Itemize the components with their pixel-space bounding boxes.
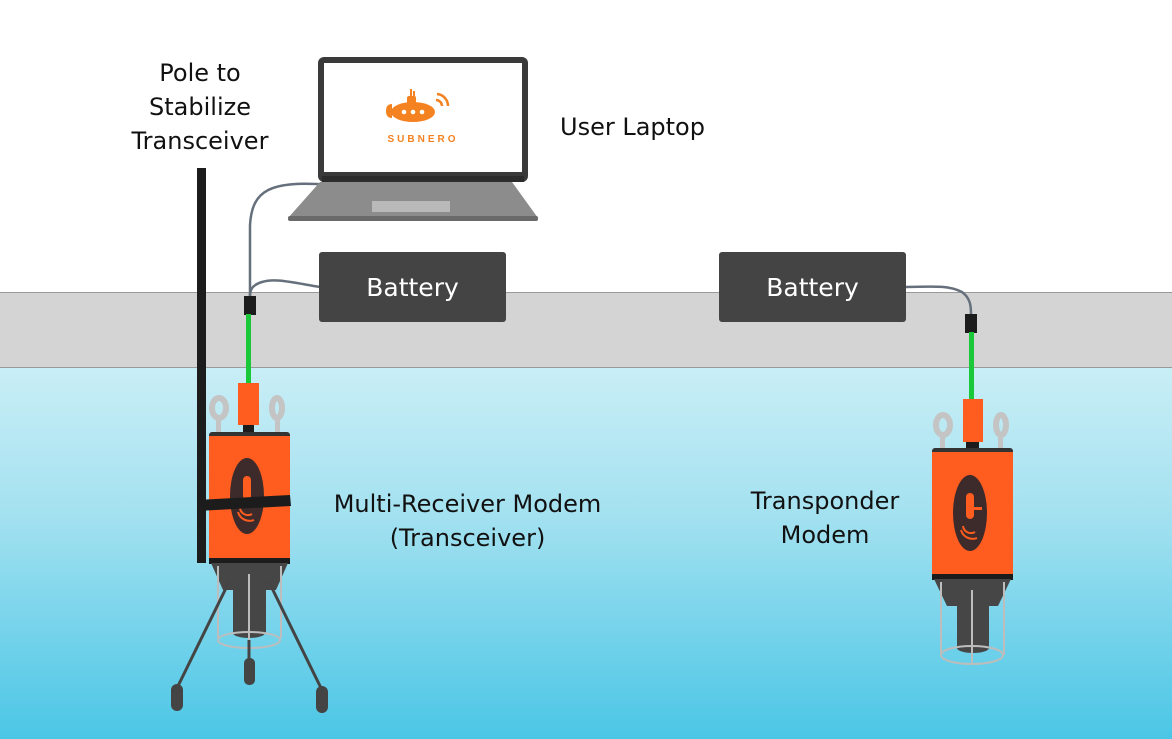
pole-label: Pole to Stabilize Transceiver — [100, 56, 300, 158]
modem-logo-icon — [966, 493, 982, 519]
battery-left: Battery — [319, 252, 506, 322]
transponder-label-line2: Modem — [780, 521, 870, 549]
transponder-green-cable — [969, 332, 974, 400]
transponder-label: Transponder Modem — [720, 484, 930, 552]
modem-logo-icon — [243, 476, 251, 500]
battery-cable-left — [248, 279, 321, 297]
laptop-cable — [248, 182, 331, 296]
battery-left-label: Battery — [366, 272, 459, 302]
transponder-modem — [932, 412, 1013, 665]
battery-cable-right — [905, 285, 973, 315]
laptop-label-text: User Laptop — [560, 113, 705, 141]
pole-strap — [197, 495, 291, 511]
transceiver-connector-top — [244, 296, 256, 315]
laptop: SUBNERO — [288, 57, 538, 221]
pole-label-line1: Pole to — [159, 59, 241, 87]
transponder-connector-top — [965, 314, 977, 333]
transceiver-label-line1: Multi-Receiver Modem — [333, 490, 602, 518]
laptop-brand-text: SUBNERO — [387, 134, 458, 145]
transceiver-green-cable — [246, 314, 251, 384]
transceiver-label-line2: (Transceiver) — [389, 524, 546, 552]
transponder-label-line1: Transponder — [750, 487, 900, 515]
submarine-logo-icon — [386, 89, 450, 122]
pole-label-line3: Transceiver — [131, 127, 269, 155]
transponder-orange-connector — [963, 399, 983, 442]
pole-label-line2: Stabilize — [149, 93, 251, 121]
transceiver-label: Multi-Receiver Modem (Transceiver) — [300, 487, 635, 555]
transceiver-orange-connector — [238, 383, 259, 425]
stabilizer-pole — [197, 168, 206, 563]
battery-right: Battery — [719, 252, 906, 322]
transceiver-modem — [171, 395, 328, 713]
battery-right-label: Battery — [766, 272, 859, 302]
laptop-label: User Laptop — [540, 110, 725, 144]
